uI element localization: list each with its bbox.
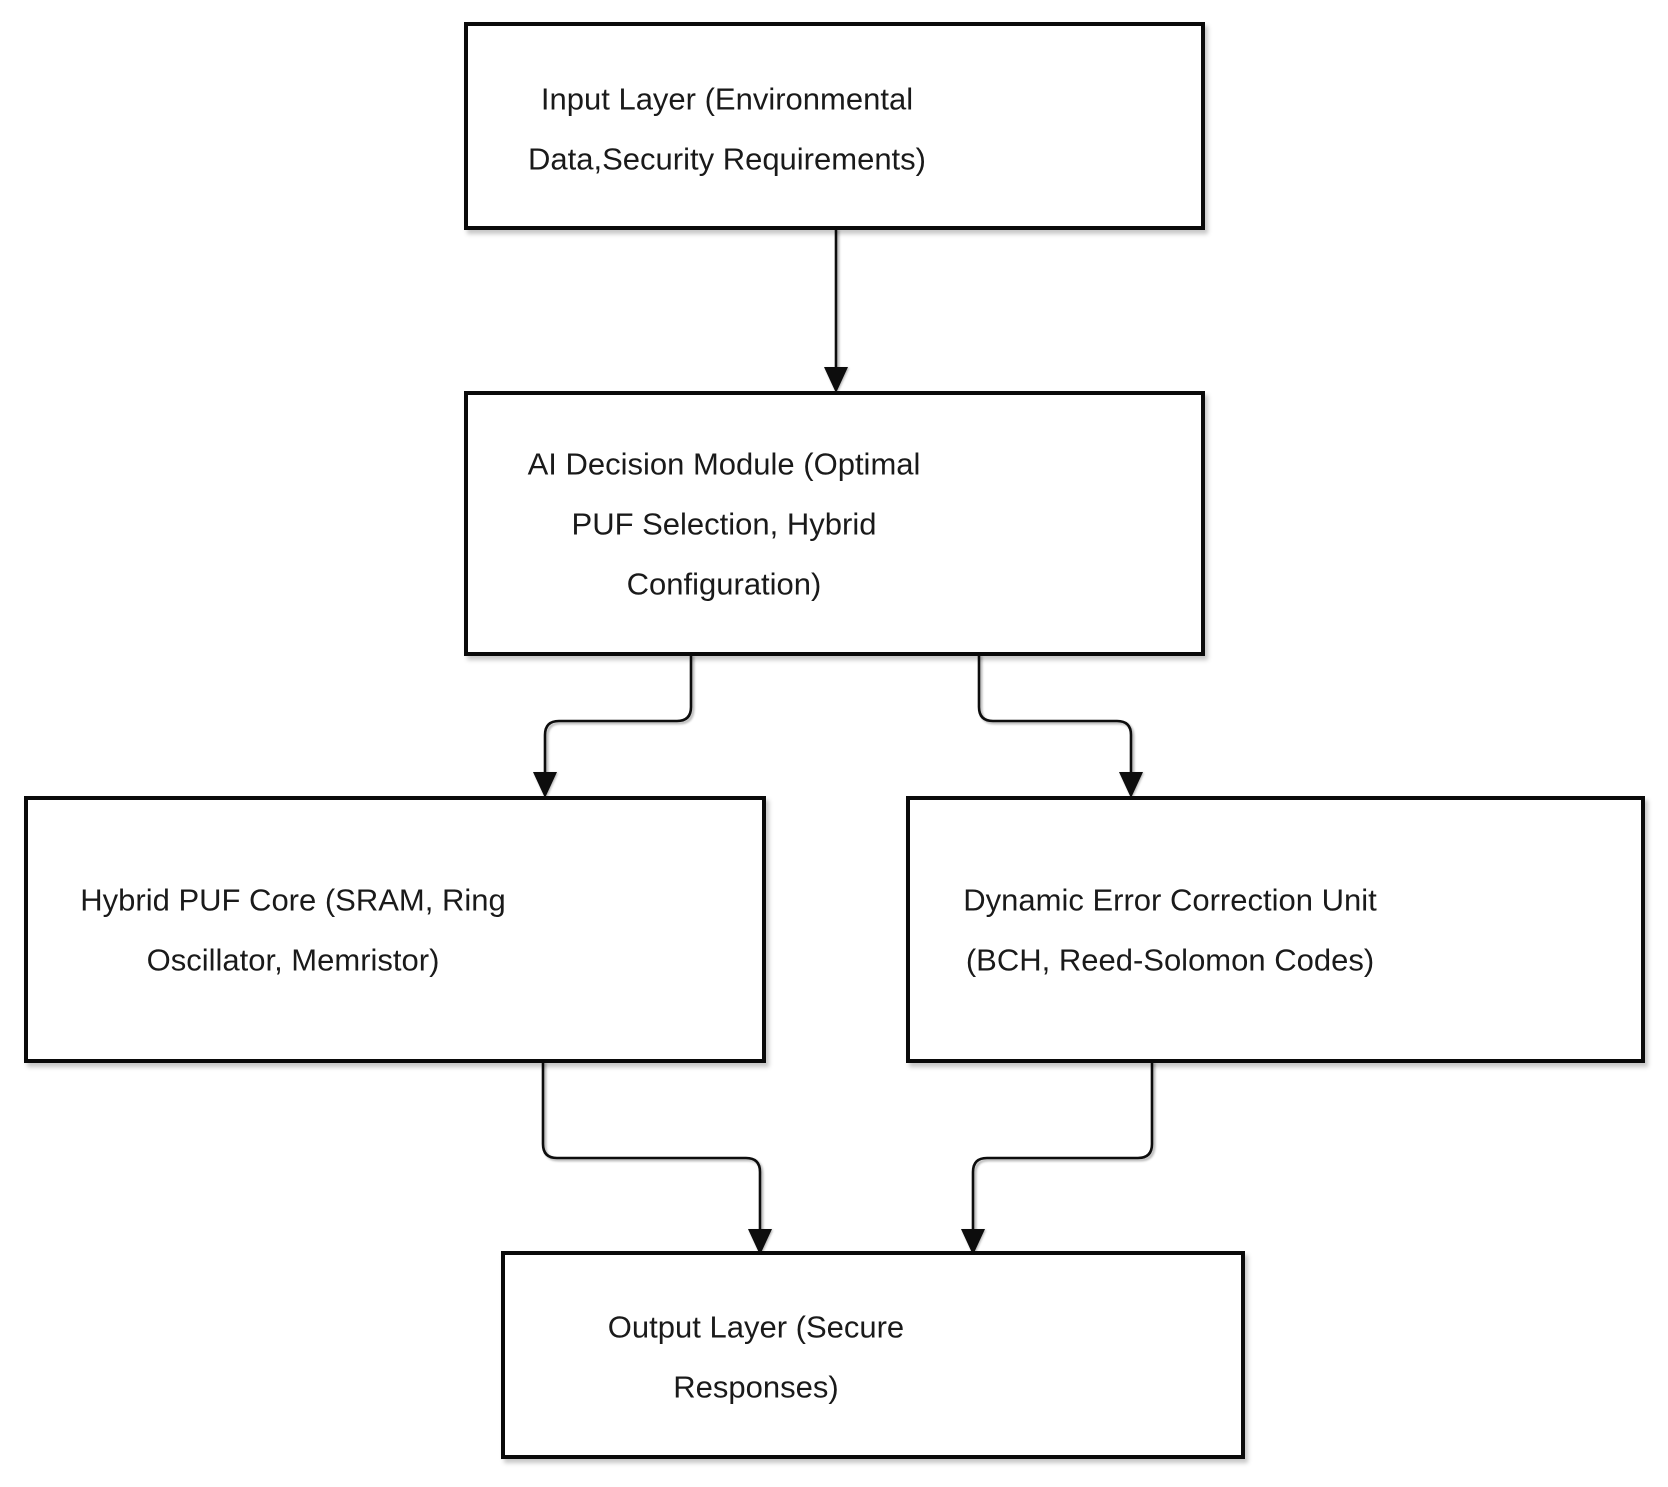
- output-layer-box: [501, 1251, 1245, 1459]
- ai-decision-module-box: [464, 391, 1205, 656]
- edge-error-correction-to-output: [971, 1061, 1154, 1229]
- node-group: Input Layer (Environmental Data,Security…: [24, 22, 1645, 1459]
- hybrid-puf-core-label-line-2: Oscillator, Memristor): [147, 943, 440, 978]
- edge-hybrid-puf-to-output: [541, 1061, 762, 1229]
- edge-ai-to-error-correction: [977, 654, 1133, 772]
- output-layer-label-line-2: Responses): [673, 1370, 838, 1405]
- node-input-layer: Input Layer (Environmental Data,Security…: [464, 22, 1205, 230]
- dynamic-error-correction-unit-box: [906, 796, 1645, 1063]
- edge-group: [533, 228, 1154, 1255]
- output-layer-label-line-1: Output Layer (Secure: [608, 1310, 904, 1345]
- node-output-layer: Output Layer (Secure Responses): [501, 1251, 1245, 1459]
- node-ai-decision-module: AI Decision Module (Optimal PUF Selectio…: [464, 391, 1205, 656]
- ai-decision-module-label-line-3: Configuration): [627, 567, 822, 602]
- dynamic-error-correction-unit-label-line-2: (BCH, Reed-Solomon Codes): [966, 943, 1374, 978]
- node-dynamic-error-correction-unit: Dynamic Error Correction Unit (BCH, Reed…: [906, 796, 1645, 1063]
- input-layer-label-line-1: Input Layer (Environmental: [541, 82, 913, 117]
- input-layer-label-line-2: Data,Security Requirements): [528, 142, 926, 177]
- edge-ai-to-hybrid-puf: [543, 654, 693, 772]
- edge-hybrid-puf-to-output-arrowhead-icon: [748, 1229, 772, 1255]
- ai-decision-module-label-line-1: AI Decision Module (Optimal: [528, 447, 921, 482]
- edge-ai-to-error-correction-arrowhead-icon: [1119, 772, 1143, 798]
- node-hybrid-puf-core: Hybrid PUF Core (SRAM, Ring Oscillator, …: [24, 796, 766, 1063]
- edge-ai-to-hybrid-puf-arrowhead-icon: [533, 772, 557, 798]
- dynamic-error-correction-unit-label-line-1: Dynamic Error Correction Unit: [963, 883, 1377, 918]
- edge-input-to-ai-arrowhead-icon: [824, 367, 848, 393]
- hybrid-puf-core-label-line-1: Hybrid PUF Core (SRAM, Ring: [80, 883, 505, 918]
- edge-error-correction-to-output-arrowhead-icon: [961, 1229, 985, 1255]
- input-layer-box: [464, 22, 1205, 230]
- hybrid-puf-core-box: [24, 796, 766, 1063]
- ai-decision-module-label-line-2: PUF Selection, Hybrid: [572, 507, 877, 542]
